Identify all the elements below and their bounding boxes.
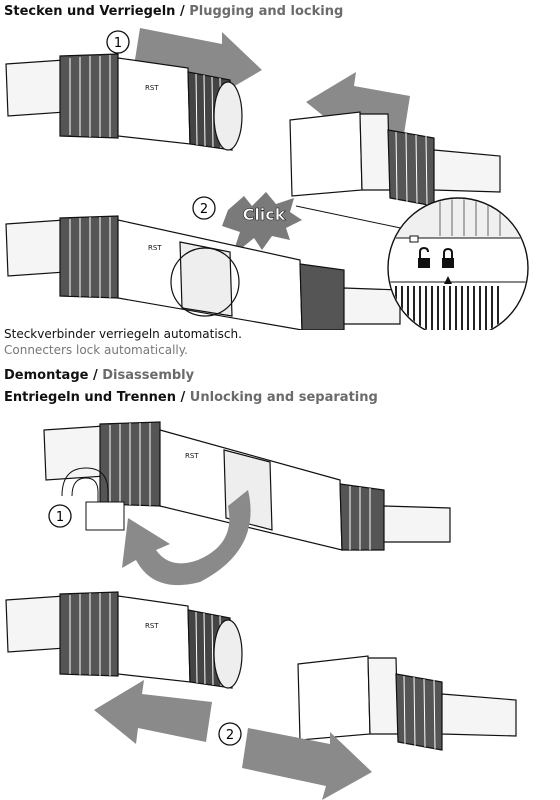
rotate-arrow-icon bbox=[122, 490, 251, 586]
step-one-marker: 1 bbox=[106, 30, 130, 54]
svg-text:2: 2 bbox=[226, 728, 234, 743]
lock-icon bbox=[442, 247, 454, 268]
unlock-icon bbox=[418, 246, 430, 268]
step-two-marker: 2 bbox=[192, 196, 216, 220]
svg-text:1: 1 bbox=[56, 510, 64, 525]
svg-text:2: 2 bbox=[200, 202, 208, 217]
connector-joined: RST bbox=[5, 215, 401, 330]
lock-caption: Steckverbinder verriegeln automatisch. C… bbox=[4, 326, 242, 358]
heading-de: Entriegeln und Trennen bbox=[4, 390, 176, 405]
section-heading-unlocking: Entriegeln und Trennen / Unlocking and s… bbox=[4, 390, 378, 405]
heading-en: Disassembly bbox=[102, 368, 195, 383]
lock-detail-zoom bbox=[387, 197, 529, 330]
section-heading-disassembly: Demontage / Disassembly bbox=[4, 368, 194, 383]
connector-male-bottom: RST bbox=[5, 591, 243, 689]
connector-female-bottom bbox=[297, 655, 517, 751]
svg-text:RST: RST bbox=[148, 244, 162, 252]
triangle-marker-icon bbox=[444, 276, 452, 284]
heading-de: Stecken und Verriegeln bbox=[4, 4, 176, 19]
step-two-marker: 2 bbox=[218, 722, 242, 746]
svg-text:1: 1 bbox=[114, 36, 122, 51]
connector-female-top bbox=[289, 111, 501, 207]
heading-separator: / bbox=[175, 390, 190, 405]
svg-text:RST: RST bbox=[145, 622, 159, 630]
heading-en: Unlocking and separating bbox=[189, 390, 378, 405]
connector-male-top: RST bbox=[5, 53, 243, 151]
svg-text:Click: Click bbox=[243, 205, 286, 224]
arrow-right-icon bbox=[242, 728, 372, 800]
connector-joined-unlock: RST bbox=[43, 421, 451, 551]
svg-text:RST: RST bbox=[185, 452, 199, 460]
open-padlock-icon bbox=[61, 467, 125, 531]
click-burst-icon: Click bbox=[222, 192, 302, 256]
heading-en: Plugging and locking bbox=[189, 4, 344, 19]
heading-separator: / bbox=[175, 4, 190, 19]
step-one-marker: 1 bbox=[48, 504, 72, 528]
unlocking-figure: RST 1 RST bbox=[5, 421, 517, 800]
caption-en: Connecters lock automatically. bbox=[4, 343, 188, 357]
plugging-figure: 1 RST 2 bbox=[5, 28, 529, 330]
svg-text:RST: RST bbox=[145, 84, 159, 92]
caption-de: Steckverbinder verriegeln automatisch. bbox=[4, 327, 242, 341]
section-heading-plugging: Stecken und Verriegeln / Plugging and lo… bbox=[4, 4, 343, 19]
heading-de: Demontage bbox=[4, 368, 89, 383]
heading-separator: / bbox=[88, 368, 103, 383]
arrow-left-icon bbox=[94, 680, 212, 744]
